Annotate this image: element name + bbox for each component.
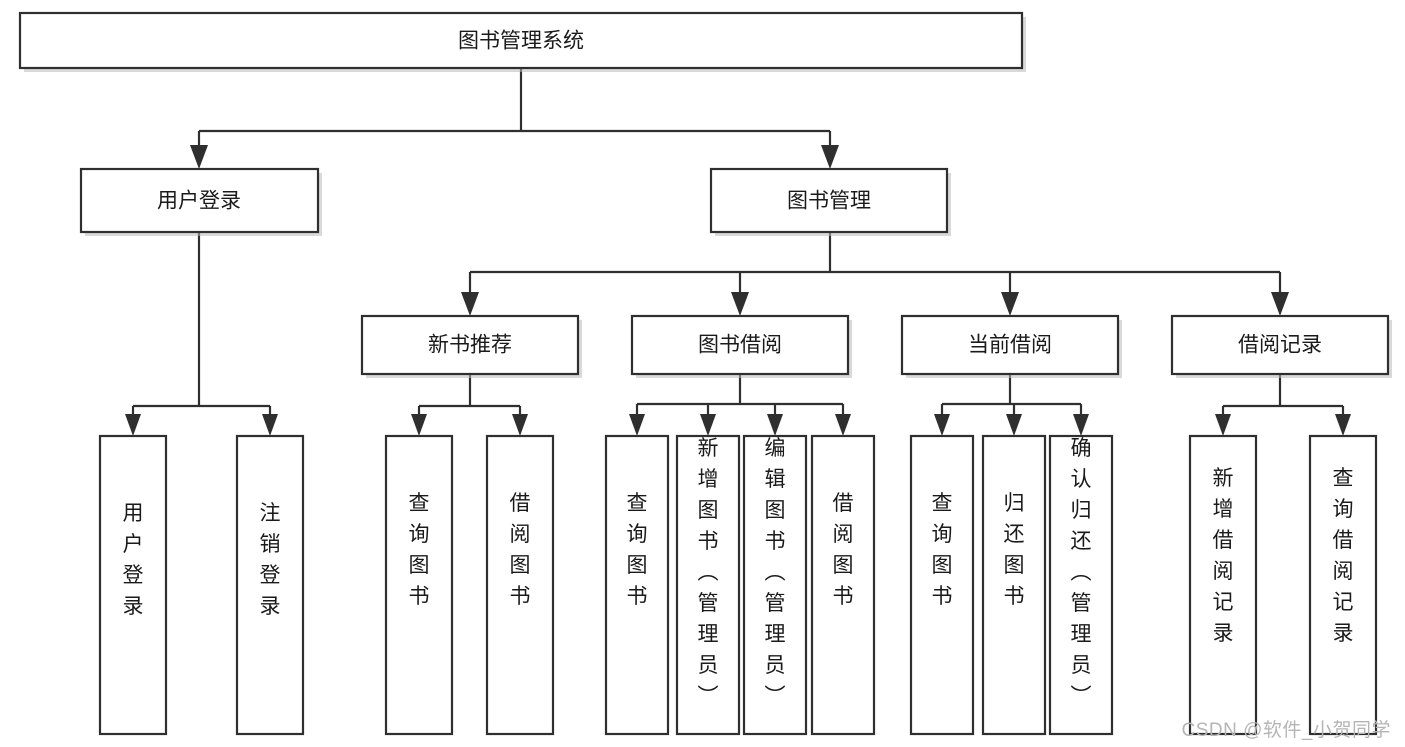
edge-bookmgmt-to-level3-trunk bbox=[468, 232, 1282, 296]
arrowhead-to-leaf-query-book-3 bbox=[934, 414, 950, 436]
leaf-node-edit-book-label: 编辑图书︵管理员︶ bbox=[765, 437, 786, 708]
arrowhead-to-leaf-borrow-book-1 bbox=[512, 414, 528, 436]
leaf-node-borrow-book-recommend-label: 借阅图书 bbox=[510, 492, 531, 608]
edge-borrowrecord-to-leaves bbox=[1221, 374, 1345, 418]
arrowhead-to-book-borrow bbox=[731, 292, 749, 316]
leaf-node-edit-book[interactable]: 编辑图书︵管理员︶ bbox=[742, 434, 808, 736]
node-book-borrow-box[interactable] bbox=[630, 314, 850, 376]
leaf-node-user-login[interactable]: 用户登录 bbox=[98, 434, 168, 736]
arrowhead-to-leaf-edit-book bbox=[767, 414, 783, 436]
node-book-management[interactable]: 图书管理 bbox=[709, 167, 951, 236]
connector-layer bbox=[125, 68, 1351, 436]
arrowhead-to-leaf-query-record bbox=[1335, 414, 1351, 436]
arrowhead-to-leaf-add-book bbox=[700, 414, 716, 436]
leaf-node-confirm-return[interactable]: 确认归还︵管理员︶ bbox=[1048, 434, 1114, 736]
leaf-node-user-login-box[interactable] bbox=[98, 434, 168, 736]
arrowhead-to-current-borrow bbox=[1001, 292, 1019, 316]
leaf-node-add-borrow-record-box[interactable] bbox=[1188, 434, 1258, 736]
leaf-node-confirm-return-label: 确认归还︵管理员︶ bbox=[1071, 437, 1092, 708]
node-book-borrow[interactable]: 图书借阅 bbox=[630, 314, 852, 378]
arrowhead-to-leaf-logout bbox=[262, 414, 278, 436]
arrowhead-to-user-login bbox=[190, 145, 208, 169]
arrowhead-to-leaf-add-record bbox=[1215, 414, 1231, 436]
node-new-book-recommend[interactable]: 新书推荐 bbox=[360, 314, 582, 378]
leaf-node-query-book-borrow-box[interactable] bbox=[604, 434, 670, 736]
leaf-node-query-book-recommend-box[interactable] bbox=[384, 434, 454, 736]
leaf-node-add-book-label: 新增图书︵管理员︶ bbox=[698, 437, 719, 708]
node-borrow-record-label: 借阅记录 bbox=[1238, 334, 1322, 357]
leaf-node-query-borrow-record[interactable]: 查询借阅记录 bbox=[1308, 434, 1378, 736]
node-root[interactable]: 图书管理系统 bbox=[18, 11, 1026, 72]
edge-userlogin-to-leaves bbox=[131, 232, 272, 418]
leaf-node-logout-label: 注销登录 bbox=[260, 502, 281, 618]
node-book-management-box[interactable] bbox=[709, 167, 949, 234]
leaf-node-add-borrow-record[interactable]: 新增借阅记录 bbox=[1188, 434, 1258, 736]
node-current-borrow-box[interactable] bbox=[900, 314, 1120, 376]
leaf-node-query-book-current[interactable]: 查询图书 bbox=[909, 434, 975, 736]
leaf-node-return-book-label: 归还图书 bbox=[1004, 492, 1025, 608]
leaf-node-return-book-box[interactable] bbox=[981, 434, 1047, 736]
leaf-node-query-borrow-record-label: 查询借阅记录 bbox=[1333, 467, 1354, 645]
node-new-book-recommend-label: 新书推荐 bbox=[428, 334, 512, 357]
leaf-node-query-book-borrow[interactable]: 查询图书 bbox=[604, 434, 670, 736]
leaf-node-add-borrow-record-label: 新增借阅记录 bbox=[1213, 467, 1234, 645]
arrowhead-to-book-management bbox=[821, 145, 839, 169]
node-book-management-label: 图书管理 bbox=[787, 190, 871, 213]
leaf-node-borrow-book-box[interactable] bbox=[810, 434, 876, 736]
node-user-login-label: 用户登录 bbox=[157, 190, 241, 213]
leaf-node-logout[interactable]: 注销登录 bbox=[235, 434, 305, 736]
node-current-borrow[interactable]: 当前借阅 bbox=[900, 314, 1122, 378]
leaf-node-add-book-box[interactable] bbox=[675, 434, 741, 736]
leaf-node-query-book-borrow-label: 查询图书 bbox=[627, 492, 648, 608]
leaf-node-user-login-label: 用户登录 bbox=[123, 502, 144, 618]
edge-bookborrow-to-leaves bbox=[635, 374, 845, 418]
leaf-nodes-layer: 用户登录 注销登录 查询图书 借阅图书 查询图书 新增图书︵管理员︶ bbox=[98, 434, 1378, 736]
leaf-node-borrow-book-recommend-box[interactable] bbox=[485, 434, 555, 736]
node-borrow-record[interactable]: 借阅记录 bbox=[1170, 314, 1392, 378]
edge-currentborrow-to-leaves bbox=[940, 374, 1083, 418]
arrowhead-to-leaf-return-book bbox=[1006, 414, 1022, 436]
leaf-node-query-borrow-record-box[interactable] bbox=[1308, 434, 1378, 736]
leaf-node-borrow-book[interactable]: 借阅图书 bbox=[810, 434, 876, 736]
arrowhead-to-leaf-query-book-1 bbox=[411, 414, 427, 436]
leaf-node-query-book-recommend-label: 查询图书 bbox=[409, 492, 430, 608]
node-user-login[interactable]: 用户登录 bbox=[79, 167, 322, 236]
leaf-node-query-book-current-box[interactable] bbox=[909, 434, 975, 736]
leaf-node-add-book[interactable]: 新增图书︵管理员︶ bbox=[675, 434, 741, 736]
edge-newbook-to-leaves bbox=[417, 374, 522, 418]
node-root-box[interactable] bbox=[18, 11, 1024, 70]
node-user-login-box[interactable] bbox=[79, 167, 320, 234]
arrowhead-to-leaf-borrow-book-2 bbox=[835, 414, 851, 436]
node-current-borrow-label: 当前借阅 bbox=[968, 334, 1052, 357]
leaf-node-confirm-return-box[interactable] bbox=[1048, 434, 1114, 736]
arrowhead-to-leaf-query-book-2 bbox=[629, 414, 645, 436]
leaf-node-query-book-recommend[interactable]: 查询图书 bbox=[384, 434, 454, 736]
arrowhead-to-leaf-confirm-return bbox=[1073, 414, 1089, 436]
node-root-label: 图书管理系统 bbox=[458, 30, 584, 53]
leaf-node-return-book[interactable]: 归还图书 bbox=[981, 434, 1047, 736]
arrowhead-to-leaf-user-login bbox=[125, 414, 141, 436]
arrowhead-to-new-book-recommend bbox=[461, 292, 479, 316]
node-new-book-recommend-box[interactable] bbox=[360, 314, 580, 376]
node-book-borrow-label: 图书借阅 bbox=[698, 334, 782, 357]
csdn-watermark: CSDN @软件_小贺同学 bbox=[1181, 720, 1391, 741]
leaf-node-logout-box[interactable] bbox=[235, 434, 305, 736]
edge-root-to-level2-trunk bbox=[197, 68, 832, 148]
arrowhead-to-borrow-record bbox=[1271, 292, 1289, 316]
node-borrow-record-box[interactable] bbox=[1170, 314, 1390, 376]
leaf-node-borrow-book-recommend[interactable]: 借阅图书 bbox=[485, 434, 555, 736]
leaf-node-borrow-book-label: 借阅图书 bbox=[833, 492, 854, 608]
leaf-node-query-book-current-label: 查询图书 bbox=[932, 492, 953, 608]
leaf-node-edit-book-box[interactable] bbox=[742, 434, 808, 736]
